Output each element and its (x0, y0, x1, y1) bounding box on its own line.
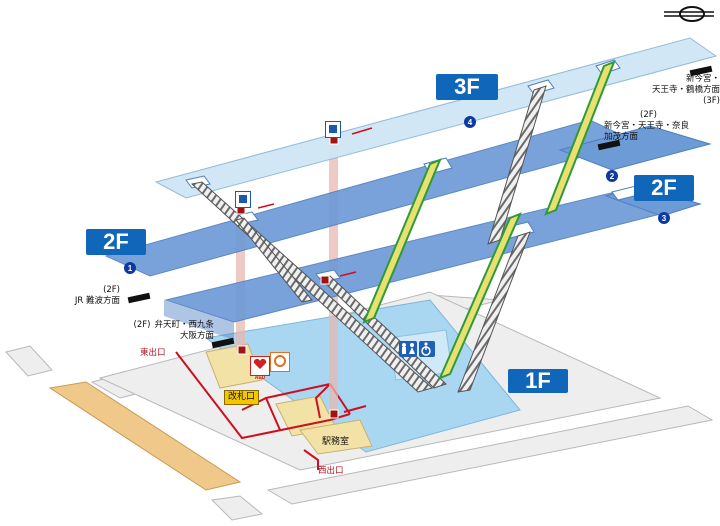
floor-badge-3f: 3F (436, 74, 498, 100)
platform-1-floor: (2F) (103, 285, 120, 295)
compass-icon (664, 6, 714, 22)
floor-badge-1f: 1F (508, 368, 568, 393)
ticket-gate-label: 改札口 (224, 390, 260, 405)
elevator-icon (325, 121, 341, 138)
left-mid-dir-line2: 大阪方面 (179, 331, 214, 341)
platform-number-1: 1 (124, 262, 136, 274)
east-exit-label: 東出口 (140, 348, 166, 358)
aed-label: AED (254, 375, 266, 381)
first-aid-icon (270, 352, 290, 372)
direction-bars (127, 65, 713, 349)
aed-icon: AED (250, 356, 270, 381)
first-aid-glyph (274, 355, 286, 367)
platform-4-dir-line2: 天王寺・鶴橋方面 (651, 85, 720, 95)
platform-2-dir-line2: 加茂方面 (604, 132, 639, 142)
wheelchair-icon (419, 341, 435, 357)
platform-2-floor: (2F) (640, 110, 657, 120)
platform-number-4: 4 (464, 116, 476, 128)
elevator-markers (236, 135, 339, 419)
platform-4-dir-line1: 新今宮・ (685, 74, 720, 84)
platform-2-dir-line1: 新今宮・天王寺・奈良 (604, 121, 690, 131)
left-mid-dir-line1: 弁天町・西九条 (154, 320, 214, 330)
elevator-arrows (257, 127, 373, 277)
platform-1-direction: (2F) JR 難波方面 (40, 285, 120, 307)
west-exit-label: 西出口 (318, 466, 344, 476)
platform-number-3: 3 (658, 212, 670, 224)
station-office-label: 駅務室 (322, 437, 350, 447)
stairs (190, 85, 547, 393)
floor-badge-2f-right: 2F (634, 175, 694, 201)
floor-badge-2f-left: 2F (86, 229, 146, 255)
platform-4-direction: 新今宮・ 天王寺・鶴橋方面 (3F) (632, 74, 720, 107)
toilet-glyph (402, 343, 415, 354)
escalators (362, 60, 616, 380)
platform-4-floor: (3F) (703, 96, 720, 106)
wheelchair-glyph (421, 342, 431, 356)
platform-number-2: 2 (606, 170, 618, 182)
elevator-icon (235, 191, 251, 208)
platform-2-direction: (2F) 新今宮・天王寺・奈良 加茂方面 (604, 110, 689, 143)
floor-3f (154, 37, 718, 199)
toilet-icon (399, 341, 417, 357)
left-mid-direction: (2F) 弁天町・西九条 大阪方面 (124, 320, 214, 342)
left-mid-floor: (2F) (133, 320, 151, 330)
aed-heart (253, 358, 267, 369)
platform-1-dir: JR 難波方面 (74, 296, 120, 306)
